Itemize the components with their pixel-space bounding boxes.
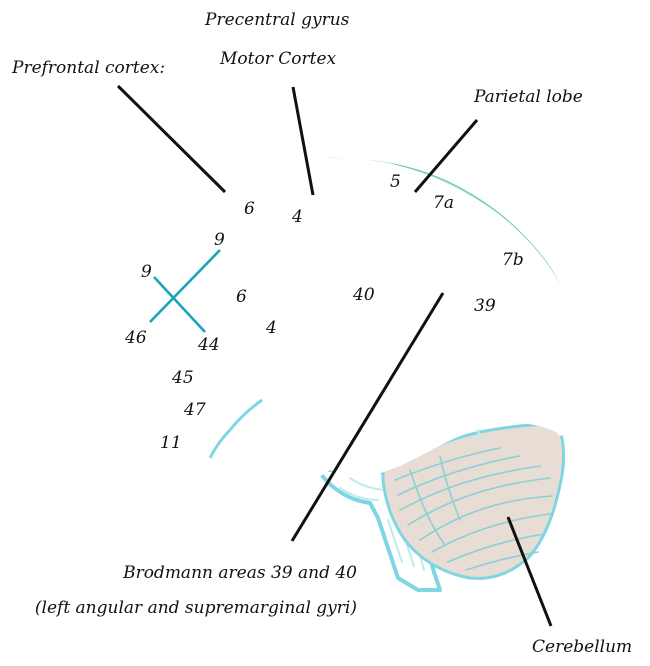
frontal-temporal-notch xyxy=(208,398,263,459)
area-label-9-lower: 9 xyxy=(141,262,152,282)
leader-lines xyxy=(116,84,553,627)
cross-line-9-46 xyxy=(149,249,221,323)
area-label-45: 45 xyxy=(171,368,194,388)
label-prefrontal-cortex: Prefrontal cortex: xyxy=(11,58,165,78)
label-brodmann-subtitle: (left angular and supremarginal gyri) xyxy=(35,598,357,618)
leader-line-parietal xyxy=(413,119,479,193)
cerebellum-folia xyxy=(394,447,553,571)
label-precentral-gyrus: Precentral gyrus xyxy=(204,10,350,30)
area-label-7b: 7b xyxy=(502,250,524,270)
leader-line-cerebellum xyxy=(506,516,553,627)
cross-line-9-44 xyxy=(153,276,206,333)
label-brodmann-areas: Brodmann areas 39 and 40 xyxy=(122,563,357,583)
leader-line-motor xyxy=(291,86,315,196)
label-cerebellum: Cerebellum xyxy=(532,637,632,657)
area-label-40: 40 xyxy=(352,285,375,305)
area-label-4-upper: 4 xyxy=(291,207,303,227)
area-label-44: 44 xyxy=(197,335,220,355)
label-parietal-lobe: Parietal lobe xyxy=(473,87,583,107)
area-label-11: 11 xyxy=(160,433,182,453)
area-label-4-lower: 4 xyxy=(265,318,277,338)
label-motor-cortex: Motor Cortex xyxy=(219,49,336,69)
area-label-5: 5 xyxy=(390,172,401,192)
area-numbers: 6 4 9 9 6 4 46 44 45 47 11 5 7a 7b 40 39 xyxy=(124,172,524,453)
area-label-47: 47 xyxy=(183,400,206,420)
cross-lines xyxy=(149,249,221,333)
area-label-7a: 7a xyxy=(433,193,454,213)
leader-line-brodmann xyxy=(290,292,445,542)
leader-line-prefrontal xyxy=(116,84,227,194)
area-label-9-upper: 9 xyxy=(214,230,225,250)
area-label-39: 39 xyxy=(474,296,496,316)
callout-labels: Prefrontal cortex: Precentral gyrus Moto… xyxy=(11,10,632,657)
area-label-46: 46 xyxy=(124,328,147,348)
area-label-6-upper: 6 xyxy=(244,199,255,219)
area-label-6-lower: 6 xyxy=(236,287,247,307)
